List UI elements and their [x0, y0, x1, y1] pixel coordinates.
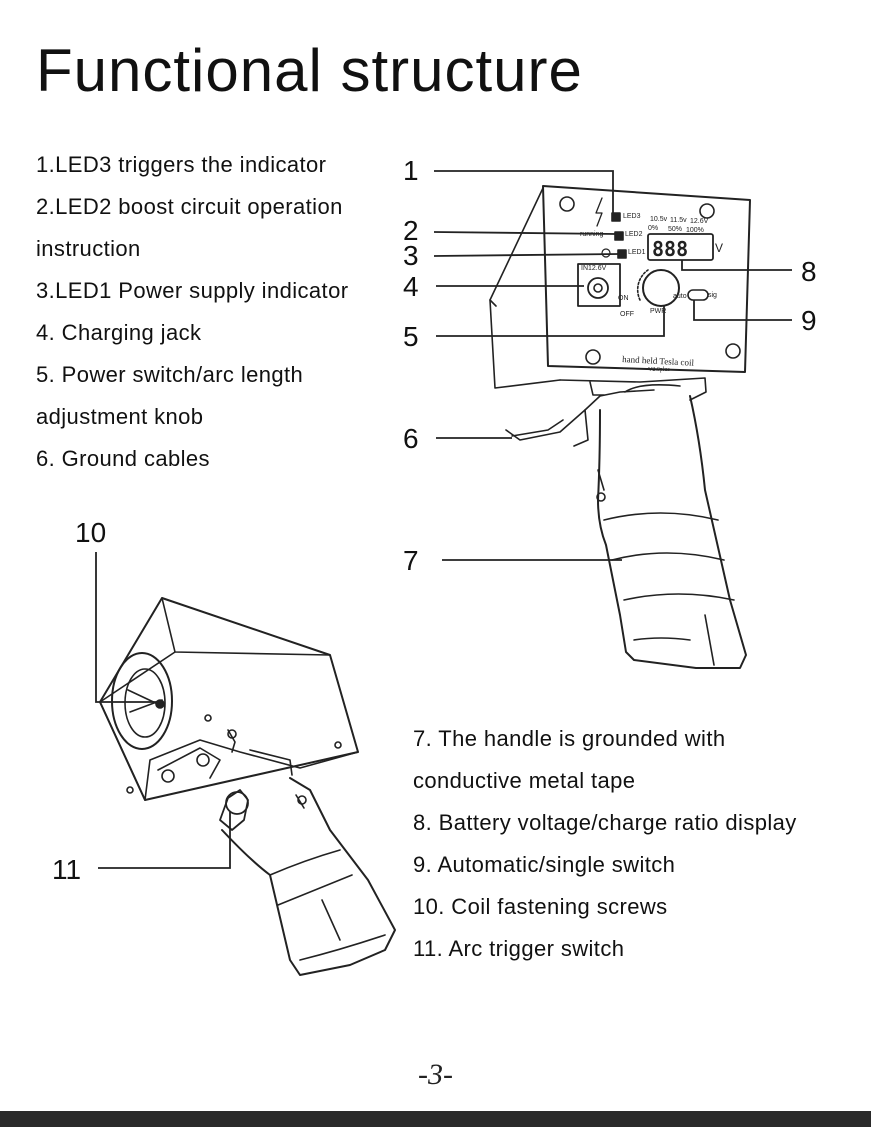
led1-label: LED1: [628, 249, 646, 256]
voltage-mark-2: 11.5v: [670, 217, 687, 224]
callout-line-11: [98, 812, 231, 869]
description-item: instruction: [36, 236, 141, 261]
description-item: 9. Automatic/single switch: [413, 852, 676, 877]
percent-mark-1: 0%: [648, 225, 658, 232]
callout-line-1: [434, 170, 614, 215]
description-list-left: 1.LED3 triggers the indicator 2.LED2 boo…: [36, 144, 348, 480]
on-label: ON: [618, 295, 629, 302]
callout-line-5: [436, 305, 665, 337]
description-item: 8. Battery voltage/charge ratio display: [413, 810, 797, 835]
description-item: 6. Ground cables: [36, 446, 210, 471]
footer-bar: [0, 1111, 871, 1127]
volt-unit: V: [715, 241, 723, 255]
off-label: OFF: [620, 311, 634, 318]
callout-line-8: [681, 260, 792, 271]
description-item: 7. The handle is grounded with: [413, 726, 726, 751]
percent-mark-3: 100%: [686, 227, 704, 234]
page-number: -3-: [418, 1058, 453, 1091]
led3-label: LED3: [623, 213, 641, 220]
description-item: 2.LED2 boost circuit operation: [36, 194, 343, 219]
description-item: conductive metal tape: [413, 768, 636, 793]
callout-11: 11: [52, 854, 81, 885]
callout-10: 10: [75, 517, 106, 548]
voltage-display: 888: [652, 237, 688, 261]
description-item: 10. Coil fastening screws: [413, 894, 668, 919]
callout-8: 8: [801, 256, 817, 287]
description-item: 3.LED1 Power supply indicator: [36, 278, 349, 303]
callout-line-2: [433, 231, 617, 235]
page-title: Functional structure: [36, 37, 583, 104]
pwr-label: PWR: [650, 308, 666, 315]
callout-line-9: [693, 300, 792, 321]
description-item: adjustment knob: [36, 404, 204, 429]
callout-line-10: [95, 552, 158, 703]
callout-7: 7: [403, 545, 419, 576]
callout-5: 5: [403, 321, 419, 352]
callout-1: 1: [403, 155, 419, 186]
callout-9: 9: [801, 305, 817, 336]
single-label: sig: [708, 292, 717, 299]
description-item: 11. Arc trigger switch: [413, 936, 625, 961]
voltage-mark-1: 10.5v: [650, 216, 668, 223]
callout-6: 6: [403, 423, 419, 454]
description-item: 5. Power switch/arc length: [36, 362, 304, 387]
callout-2: 2: [403, 215, 419, 246]
voltage-mark-3: 12.6V: [690, 218, 709, 225]
callout-3: 3: [403, 240, 419, 271]
callout-4: 4: [403, 271, 419, 302]
auto-label: auto: [673, 293, 687, 300]
description-item: 1.LED3 triggers the indicator: [36, 152, 327, 177]
version-label: V2.0plus: [648, 367, 671, 373]
percent-mark-2: 50%: [668, 226, 682, 233]
brand-label: hand held Tesla coil: [622, 354, 695, 368]
description-item: 4. Charging jack: [36, 320, 202, 345]
callout-line-3: [433, 253, 620, 257]
description-list-right: 7. The handle is grounded with conductiv…: [413, 718, 797, 970]
led2-label: LED2: [625, 231, 643, 238]
input-voltage-label: IN12.6V: [581, 265, 607, 272]
